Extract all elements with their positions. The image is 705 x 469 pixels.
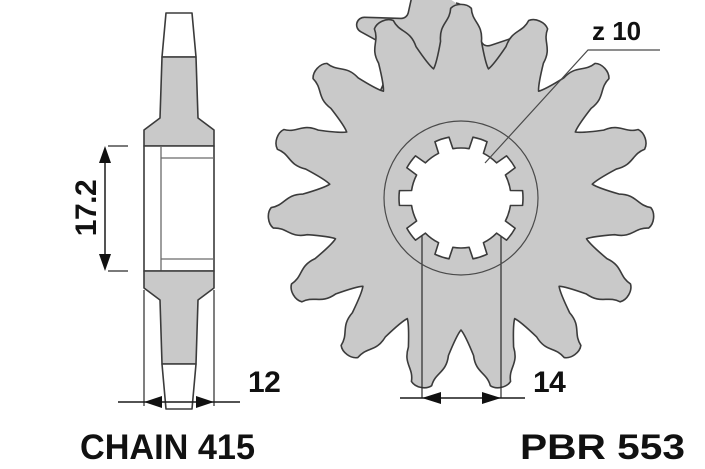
dim-width-label: 12 bbox=[248, 366, 280, 399]
dim-height-label: 17.2 bbox=[70, 180, 103, 236]
hub-outer-circle bbox=[383, 120, 539, 276]
bore-dim-arrow-left bbox=[482, 392, 501, 404]
hub-section-body bbox=[143, 145, 215, 272]
side-profile-view: 17.2 12 CHAIN 415 bbox=[70, 12, 281, 467]
bore-dim-arrow-right bbox=[422, 392, 441, 404]
chain-caption: CHAIN 415 bbox=[80, 428, 255, 467]
upper-tooth-body bbox=[143, 56, 215, 147]
dim-arrow-left bbox=[196, 396, 214, 408]
dim-bore-label: 14 bbox=[533, 366, 566, 399]
part-number-caption: PBR 553 bbox=[520, 428, 685, 467]
spline-callout-label: z 10 bbox=[592, 16, 641, 46]
dim-arrow-up bbox=[99, 146, 111, 163]
sprocket-face-view: z 10 14 PBR 553 bbox=[267, 0, 685, 467]
callout-leader-line bbox=[484, 49, 660, 164]
dim-arrow-right bbox=[144, 396, 162, 408]
spline-bore bbox=[398, 136, 524, 260]
dim-arrow-down bbox=[99, 254, 111, 271]
upper-tooth-tip bbox=[161, 12, 197, 58]
lower-tooth-tip bbox=[161, 363, 197, 410]
lower-tooth-body bbox=[143, 270, 215, 365]
